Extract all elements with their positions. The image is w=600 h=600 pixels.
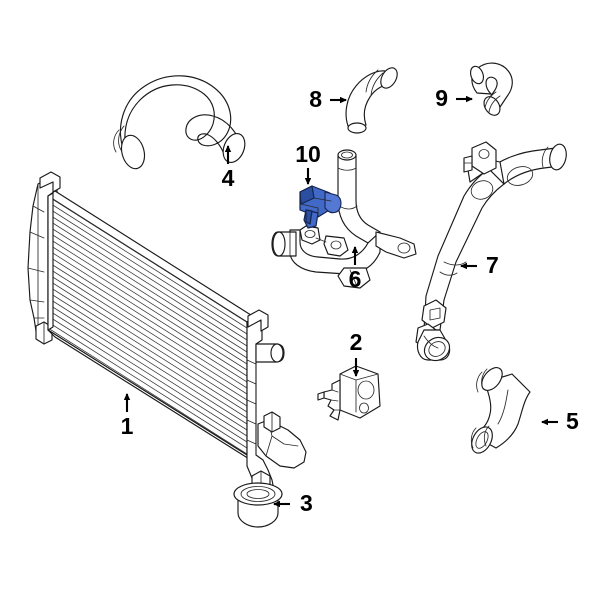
hose8-lower-opening — [347, 122, 367, 134]
pipe7-round-depression — [470, 180, 494, 200]
part-lower-right-hose-5 — [470, 367, 531, 454]
pipe7-bottom-rib — [423, 335, 439, 349]
bracket-left-nub — [317, 391, 325, 401]
hose9-upper-opening — [470, 65, 484, 85]
pipe6-riser — [337, 154, 381, 244]
pipe6-flange-hole — [397, 242, 411, 254]
callout-5[interactable]: 5 — [541, 408, 579, 434]
hose8-rib-1 — [365, 69, 379, 93]
part-intercooler-core — [27, 171, 307, 495]
pipe7-upper-opening — [549, 143, 567, 171]
part-mounting-bracket-2 — [317, 365, 381, 421]
callout-5-number: 5 — [566, 408, 579, 434]
callout-8[interactable]: 8 — [309, 86, 347, 112]
callout-10[interactable]: 10 — [295, 141, 321, 185]
intercooler-fins — [48, 196, 247, 455]
callout-6-number: 6 — [349, 266, 362, 292]
pipe6-sensor-boss — [299, 225, 321, 245]
callout-7[interactable]: 7 — [460, 252, 499, 278]
callout-3[interactable]: 3 — [273, 490, 313, 516]
pipe6-riser-rib — [337, 167, 357, 171]
callout-2[interactable]: 2 — [350, 329, 363, 377]
pipe7-oval-depression — [506, 166, 534, 186]
pipe7-mid-seam-2 — [439, 271, 458, 276]
pipe6-left-opening — [272, 231, 286, 257]
intercooler-outlet-opening — [270, 343, 284, 363]
intercooler-left-rail — [47, 192, 54, 331]
pipe6-top-opening — [337, 149, 357, 161]
callout-2-number: 2 — [350, 329, 363, 355]
pipe6-horizontal-body — [289, 229, 381, 275]
callout-layer: 1 2 3 4 5 — [121, 85, 579, 516]
sensor-edge-2 — [300, 203, 319, 209]
callout-1[interactable]: 1 — [121, 393, 134, 439]
pipe7-lower-mount-lug — [421, 299, 447, 329]
bracket-top-edge — [355, 373, 379, 381]
callout-7-number: 7 — [486, 252, 499, 278]
callout-3-number: 3 — [300, 490, 313, 516]
part-charge-air-pressure-sensor-highlighted — [299, 185, 342, 229]
part-elbow-hose-9 — [470, 62, 513, 116]
intercooler-core-face — [47, 195, 248, 456]
callout-10-number: 10 — [295, 141, 321, 167]
pipe6-bottom-foot — [337, 267, 371, 289]
hose4-left-cuff-opening — [120, 134, 146, 170]
hose5-upper-rib-2 — [481, 368, 488, 390]
part-upper-curved-hose — [113, 75, 246, 170]
bracket-tab-details — [330, 389, 341, 411]
intercooler-right-top-lug — [247, 309, 269, 332]
part-rubber-mount-grommet — [233, 482, 283, 528]
hose9-lower-opening — [483, 96, 501, 116]
hose9-rib-1 — [488, 95, 501, 113]
hose8-upper-opening — [380, 67, 398, 89]
sensor-connector-plug — [324, 191, 342, 214]
hose5-lower-rib-2 — [483, 425, 490, 447]
pipe7-upper-rib — [541, 146, 549, 168]
intercooler-left-top-lug — [39, 171, 61, 193]
intercooler-lower-outlet-housing — [257, 419, 307, 469]
pipe7-lower-lug-slot — [429, 307, 441, 321]
hose4-right-cuff-opening — [222, 133, 246, 163]
hose4-cuff-rib-1 — [113, 129, 120, 153]
pipe6-mount-tab-mid — [323, 235, 349, 257]
callout-8-number: 8 — [309, 86, 322, 112]
callout-9[interactable]: 9 — [435, 85, 473, 111]
pipe6-top-bore — [341, 151, 353, 159]
hose5-upper-rib-1 — [476, 371, 483, 393]
hose5-lower-bore — [475, 431, 489, 449]
callout-4-number: 4 — [222, 165, 235, 191]
callout-4[interactable]: 4 — [222, 145, 235, 191]
pipe7-bottom-bore — [428, 341, 446, 357]
hose9-rib-2 — [484, 91, 497, 109]
pipe6-foot-edge — [349, 269, 357, 285]
pipe6-mount-flange-right — [375, 231, 417, 259]
sensor-edge-1 — [313, 197, 332, 202]
hose4-cuff-rib-2 — [118, 125, 125, 151]
grommet-bore — [246, 489, 270, 499]
pipe6-boss-hole — [304, 230, 316, 238]
hose5-upper-opening — [481, 367, 503, 391]
grommet-inner-ring — [240, 486, 276, 502]
callout-1-number: 1 — [121, 413, 134, 439]
pipe6-tab-link — [315, 237, 327, 243]
callout-9-number: 9 — [435, 85, 448, 111]
pipe7-side-clip — [463, 155, 473, 173]
part-long-charge-air-tube-7 — [415, 141, 567, 362]
bracket-small-hole — [359, 402, 369, 414]
callout-6[interactable]: 6 — [349, 246, 362, 292]
hose5-inner-bend — [497, 389, 509, 425]
hose5-lower-rib-1 — [470, 427, 477, 449]
part-elbow-hose-8 — [345, 67, 398, 134]
pipe6-mount-tab-mid-hole — [330, 240, 342, 250]
part-charge-air-pipe-6 — [271, 149, 417, 289]
sensor-stem-shade — [305, 209, 313, 225]
bracket-large-hole — [357, 380, 375, 400]
pipe7-upper-lug-hole — [478, 149, 490, 159]
hose8-rib-2 — [370, 72, 384, 96]
